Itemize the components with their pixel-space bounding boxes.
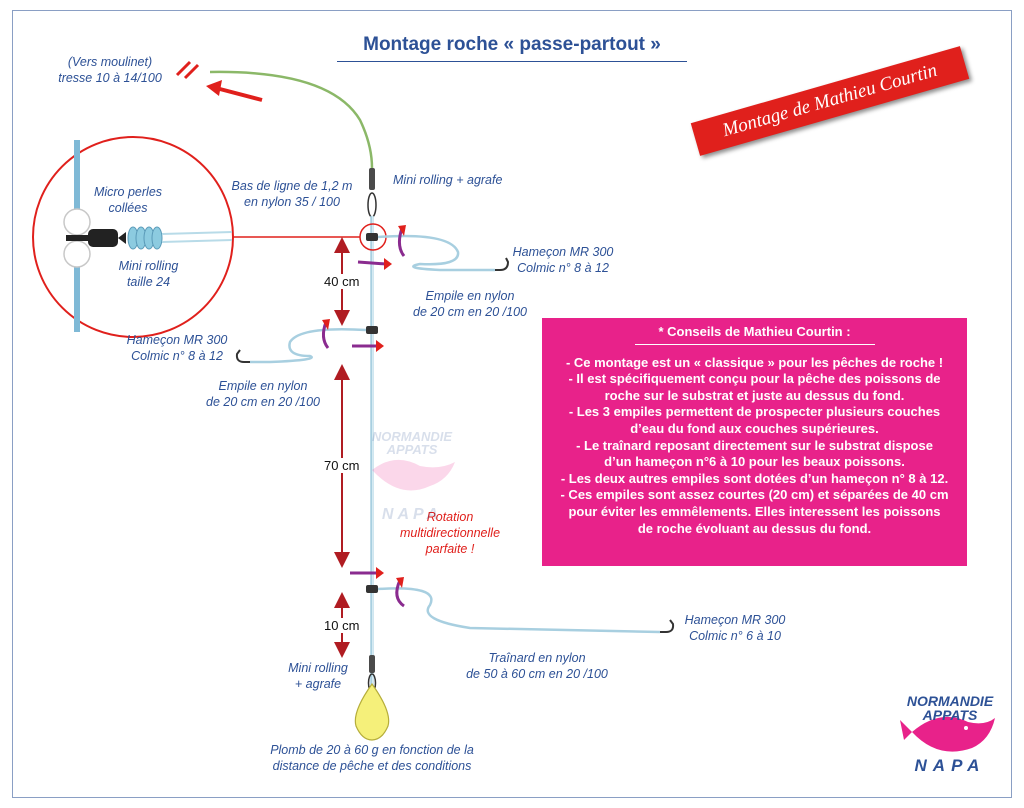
- swivel-bottom-dropper: [366, 585, 378, 593]
- label-rotation: Rotation multidirectionnelle parfaite !: [399, 510, 501, 556]
- title-underline: [337, 61, 687, 62]
- advice-line: - Ce montage est un « classique » pour l…: [565, 354, 944, 370]
- advice-lines: - Ce montage est un « classique » pour l…: [542, 355, 967, 538]
- swivel-mid-dropper: [366, 326, 378, 334]
- watermark-logo: [372, 459, 455, 491]
- label-snood-top: Empile en nylon de 20 cm en 20 /100: [413, 289, 527, 319]
- advice-line: - Il est spécifiquement conçu pour la pê…: [568, 371, 941, 387]
- micro-bead: [63, 208, 91, 236]
- watermark-text: NORMANDIE APPATS NAPA: [371, 429, 453, 523]
- mini-rolling-zoom: [88, 229, 118, 247]
- label-mini-rolling-zoom: Mini rolling taille 24: [118, 259, 179, 289]
- top-snap: [367, 192, 377, 218]
- hook-top-icon: [495, 257, 510, 271]
- knot-coil: [127, 226, 163, 250]
- reel-direction-arrow: [215, 86, 263, 102]
- advice-title: * Conseils de Mathieu Courtin :: [634, 324, 875, 345]
- advice-line: - Le traînard reposant directement sur l…: [576, 437, 933, 453]
- label-snood-mid: Empile en nylon de 20 cm en 20 /100: [206, 379, 320, 409]
- reel-direction-arrowhead: [206, 80, 222, 96]
- break-mark: [183, 63, 200, 80]
- label-mini-rolling-top: Mini rolling + agrafe: [393, 173, 503, 187]
- measure-label-bottom: 10 cm: [323, 618, 361, 633]
- advice-line: roche sur le substrat et juste au dessus…: [604, 387, 905, 403]
- label-hook-bottom: Hameçon MR 300 Colmic n° 6 à 10: [684, 613, 786, 643]
- rotation-arrow-mid: [321, 319, 384, 352]
- trailer-line: [377, 587, 661, 634]
- label-sinker: Plomb de 20 à 60 g en fonction de la dis…: [270, 743, 474, 773]
- braid-line: [209, 70, 374, 169]
- advice-line: d’un hameçon n°6 à 10 pour les beaux poi…: [604, 454, 905, 470]
- swivel-top-dropper: [366, 233, 378, 241]
- snood-mid: [250, 327, 367, 364]
- rotation-arrow-bottom: [350, 567, 405, 608]
- advice-line: d’eau du fond aux couches supérieures.: [630, 420, 879, 436]
- advice-line: - Les 3 empiles permettent de prospecter…: [568, 404, 941, 420]
- advice-box: * Conseils de Mathieu Courtin : - Ce mon…: [542, 318, 967, 566]
- advice-line: - Ces empiles sont assez courtes (20 cm)…: [560, 487, 949, 503]
- measure-label-top: 40 cm: [323, 274, 361, 289]
- rotation-arrow-top: [357, 225, 406, 270]
- sinker: [354, 682, 390, 741]
- micro-bead: [63, 240, 91, 268]
- label-hook-top: Hameçon MR 300 Colmic n° 8 à 12: [512, 245, 614, 275]
- snood-top: [377, 234, 495, 272]
- page-title: Montage roche « passe-partout »: [363, 34, 661, 55]
- hook-mid-icon: [235, 349, 250, 363]
- label-hook-mid: Hameçon MR 300 Colmic n° 8 à 12: [126, 333, 228, 363]
- hook-bottom-icon: [660, 619, 675, 633]
- label-micro-beads: Micro perles collées: [93, 185, 163, 215]
- break-mark: [175, 60, 192, 77]
- advice-line: pour éviter les emmêlements. Elles inter…: [568, 503, 941, 519]
- bottom-swivel: [369, 655, 375, 673]
- label-reel-line: (Vers moulinet) tresse 10 à 14/100: [58, 55, 162, 85]
- label-trailer: Traînard en nylon de 50 à 60 cm en 20 /1…: [466, 651, 608, 681]
- top-swivel: [369, 168, 375, 190]
- logo-fish-icon: [900, 716, 995, 752]
- advice-line: - Les deux autres empiles sont dotées d’…: [560, 470, 949, 486]
- label-mini-rolling-bottom: Mini rolling + agrafe: [288, 661, 348, 691]
- label-leader: Bas de ligne de 1,2 m en nylon 35 / 100: [231, 179, 353, 209]
- advice-line: de roche évoluant au dessus du fond.: [637, 520, 872, 536]
- brand-logo: NORMANDIE APPATS NAPA: [906, 693, 994, 775]
- measure-label-middle: 70 cm: [323, 458, 361, 473]
